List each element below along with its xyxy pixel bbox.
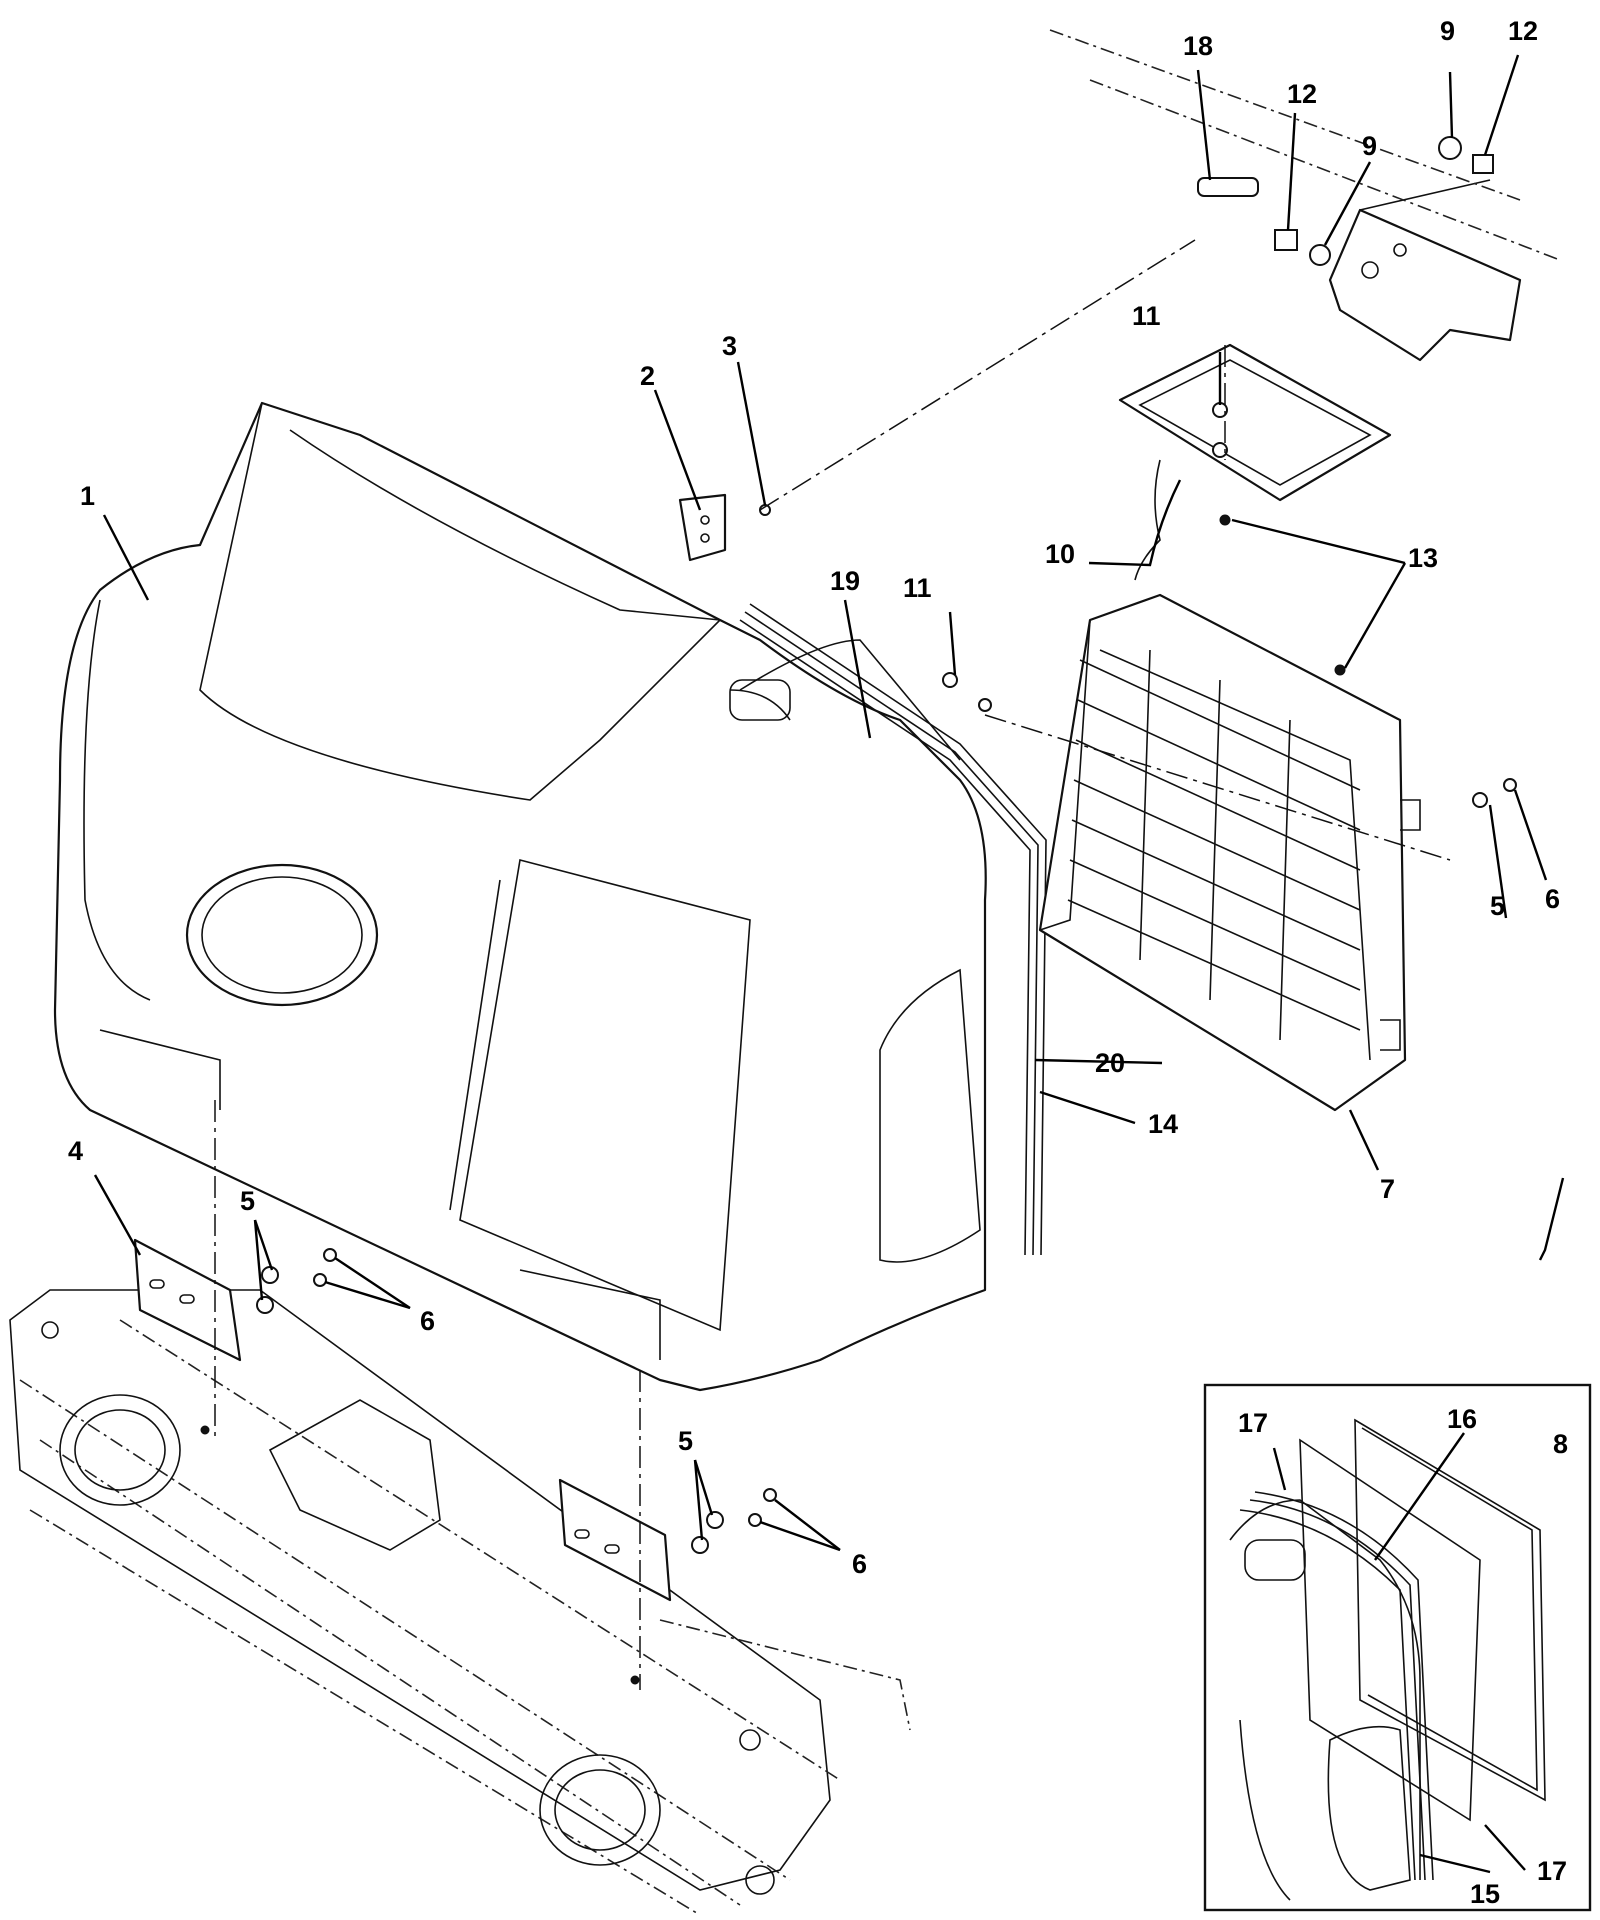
callout-1: 1 <box>80 481 95 511</box>
callout-12: 12 <box>1287 79 1317 109</box>
upper-mount <box>1049 29 1561 362</box>
grille-screen <box>1038 593 1421 1112</box>
callout-5: 5 <box>240 1186 255 1216</box>
callout-12: 12 <box>1508 16 1538 46</box>
callout-6: 6 <box>852 1549 867 1579</box>
inset-detail <box>1203 1383 1592 1912</box>
callout-14: 14 <box>1148 1109 1178 1139</box>
hardware <box>200 136 1517 1685</box>
callout-10: 10 <box>1045 539 1075 569</box>
callout-5: 5 <box>1490 891 1505 921</box>
callout-4: 4 <box>68 1136 83 1166</box>
callout-2: 2 <box>640 361 655 391</box>
callout-8: 8 <box>1553 1429 1568 1459</box>
callout-11: 11 <box>903 573 932 603</box>
small-bracket-2 <box>678 493 727 562</box>
seal-strips <box>739 603 1047 1256</box>
callout-3: 3 <box>722 331 737 361</box>
callout-labels: 1 2 3 4 5 5 5 6 6 6 7 8 9 9 10 11 11 12 … <box>68 16 1568 1909</box>
callout-6: 6 <box>420 1306 435 1336</box>
callout-19: 19 <box>830 566 860 596</box>
leader-lines <box>93 54 1565 1874</box>
callout-9: 9 <box>1440 16 1455 46</box>
callout-5: 5 <box>678 1426 693 1456</box>
callout-6: 6 <box>1545 884 1560 914</box>
mounting-plate-4 <box>133 1238 672 1602</box>
callout-16: 16 <box>1447 1404 1477 1434</box>
callout-17: 17 <box>1238 1408 1268 1438</box>
callout-17: 17 <box>1537 1856 1567 1886</box>
machine-frame <box>9 1289 911 1916</box>
callout-18: 18 <box>1183 31 1213 61</box>
support-tray <box>1118 343 1392 581</box>
assembly-centerlines <box>214 239 1451 1690</box>
callout-11: 11 <box>1132 301 1161 331</box>
hood <box>53 401 987 1392</box>
callout-20: 20 <box>1095 1048 1125 1078</box>
callout-15: 15 <box>1470 1879 1500 1909</box>
callout-9: 9 <box>1362 131 1377 161</box>
callout-7: 7 <box>1380 1174 1395 1204</box>
callout-13: 13 <box>1408 543 1438 573</box>
louvers <box>1067 649 1361 1041</box>
